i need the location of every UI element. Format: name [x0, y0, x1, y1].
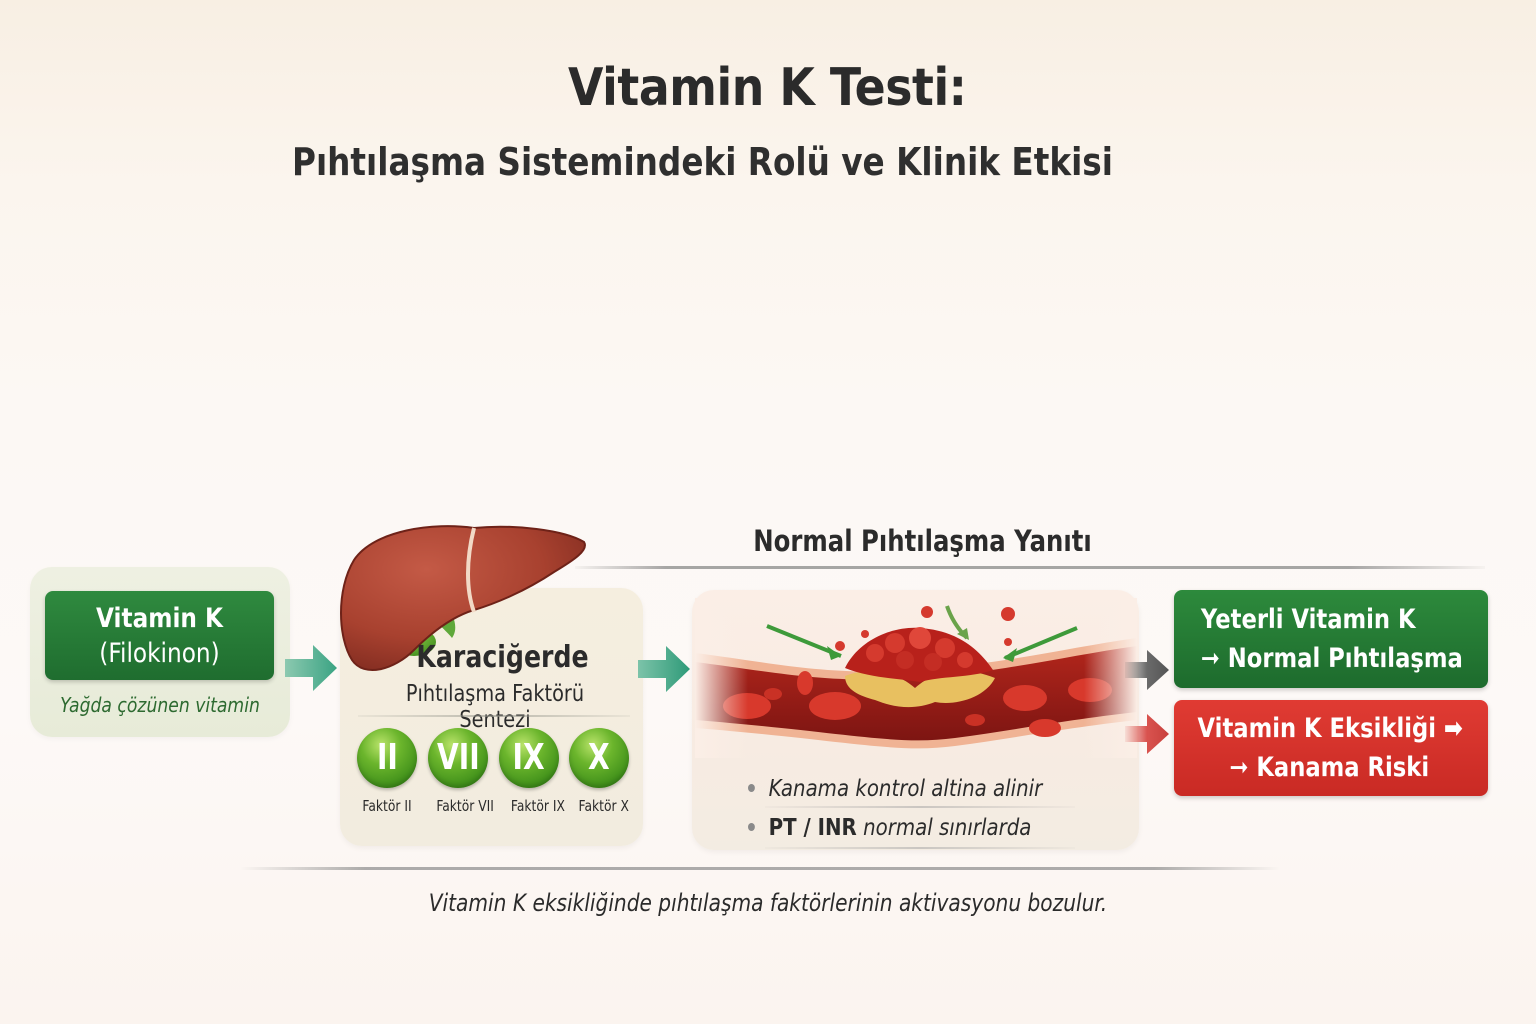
factor-ix-label: Faktör IX [511, 797, 565, 815]
factor-x-badge: X [569, 728, 629, 788]
bullet-bleeding-controlled: Kanama kontrol altina alinir [748, 776, 1042, 802]
bullet-dot-icon [748, 783, 755, 792]
bullet-dot-icon [748, 822, 755, 831]
outcome-vitamin-k-deficiency: Vitamin K Eksikliği ➡ ➞ Kanama Riski [1174, 700, 1488, 796]
factor-x-label: Faktör X [578, 797, 630, 815]
outcome-sufficient-vitamin-k: Yeterli Vitamin K ➞ Normal Pıhtılaşma [1174, 590, 1488, 688]
page-subtitle: Pıhtılaşma Sistemindeki Rolü ve Klinik E… [292, 140, 1113, 184]
arrow-right-icon [638, 646, 690, 692]
factor-vii-badge: VII [428, 728, 488, 788]
bullet-pt-inr-normal: PT / INR normal sınırlarda [748, 815, 1031, 841]
vitamin-k-description: Yağda çözünen vitamin [60, 693, 260, 717]
factor-ii-label: Faktör II [362, 797, 412, 815]
factor-ix-badge: IX [499, 728, 559, 788]
vitamin-k-name: Vitamin K [95, 602, 224, 634]
page-title: Vitamin K Testi: [568, 58, 967, 118]
factor-ii-badge: II [357, 728, 417, 788]
divider [240, 867, 1280, 870]
vitamin-k-label-box: Vitamin K (Filokinon) [45, 591, 274, 680]
arrow-right-icon [285, 645, 337, 691]
arrow-right-icon [1125, 714, 1169, 754]
blood-vessel-clot-icon [695, 598, 1137, 758]
divider [575, 566, 1485, 569]
vitamin-k-subname: (Filokinon) [99, 637, 220, 669]
normal-response-heading: Normal Pıhtılaşma Yanıtı [753, 524, 1092, 558]
liver-title: Karaciğerde [416, 640, 589, 675]
footer-note: Vitamin K eksikliğinde pıhtılaşma faktör… [428, 889, 1108, 917]
divider [358, 715, 630, 717]
liver-subtitle: Pıhtılaşma Faktörü Sentezi [405, 681, 585, 733]
arrow-right-icon [1125, 650, 1169, 690]
divider [765, 806, 1075, 808]
factor-vii-label: Faktör VII [436, 797, 494, 815]
divider [765, 847, 1075, 849]
liver-icon [340, 525, 586, 671]
